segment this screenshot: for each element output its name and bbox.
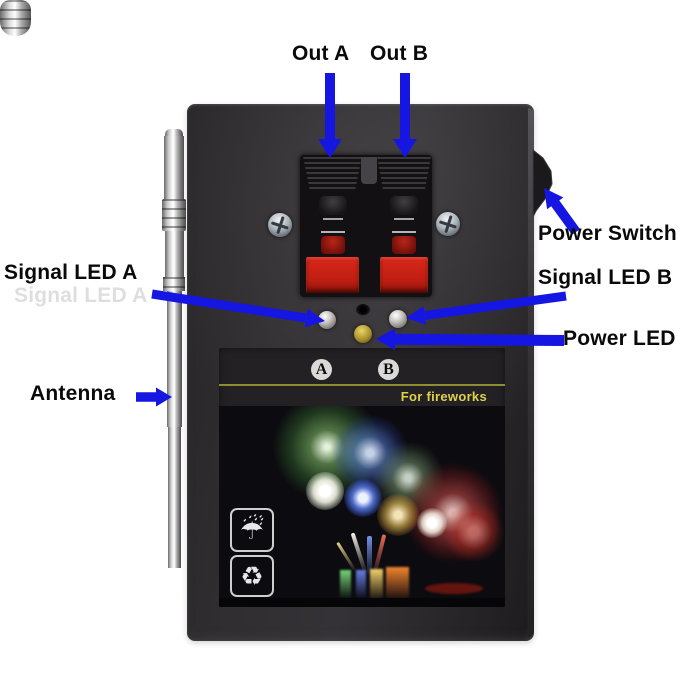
water-reflection <box>425 583 483 594</box>
terminal-lever-b <box>377 157 431 191</box>
fountain-streak <box>367 536 372 576</box>
terminal-black-button-a <box>318 196 347 220</box>
terminal-out-b <box>377 155 431 297</box>
antenna-label: Antenna <box>30 382 116 405</box>
terminal-red-base-b <box>380 257 428 293</box>
firework-burst-red-2 <box>443 501 505 563</box>
antenna-joint <box>162 199 186 231</box>
terminal-stripe-b <box>392 231 416 233</box>
signal-led-a-label: Signal LED A <box>4 261 138 284</box>
terminal-red-button-b <box>392 236 416 254</box>
antenna-segment <box>168 427 181 568</box>
water-reflection <box>370 569 383 599</box>
indicator-hole <box>356 304 370 316</box>
terminal-out-a <box>303 155 362 297</box>
water-reflection <box>340 570 351 598</box>
water-reflection <box>386 567 409 599</box>
keep-dry-icon: ☔ <box>230 508 274 552</box>
tagline-text: For fireworks <box>400 389 487 404</box>
antenna-segment <box>165 231 184 277</box>
power-led <box>354 325 372 343</box>
signal-led-a <box>318 311 336 329</box>
terminal-stripe-a <box>320 231 345 233</box>
firework-core-blue <box>344 479 382 517</box>
firework-core-white <box>306 472 344 510</box>
power-switch-label: Power Switch <box>538 222 677 245</box>
antenna-rod <box>0 0 700 568</box>
firework-core-white-2 <box>417 508 447 538</box>
power-switch-toggle <box>532 148 553 218</box>
antenna-segment <box>164 136 184 199</box>
signal-led-b-label: Signal LED B <box>538 266 673 289</box>
out-b-label: Out B <box>370 42 429 65</box>
recycle-icon: ♻ <box>230 555 274 597</box>
antenna-cap <box>165 129 183 138</box>
terminal-black-button-b <box>390 196 418 220</box>
fountain-streak <box>336 541 357 573</box>
device-side-edge <box>528 108 534 637</box>
fireworks-artwork <box>219 406 505 607</box>
antenna-tip-knob <box>0 0 31 36</box>
out-a-label: Out A <box>292 42 350 65</box>
front-label: A B For fireworks ☔ ♻ <box>219 348 505 607</box>
label-divider <box>219 384 505 386</box>
signal-led-a-ghost-label: Signal LED A <box>14 284 148 307</box>
signal-led-b <box>389 310 407 328</box>
terminal-center-post <box>361 157 377 184</box>
terminal-red-button-a <box>320 236 345 254</box>
antenna-segment <box>167 291 182 427</box>
water-reflection <box>356 570 366 598</box>
antenna-joint <box>163 277 185 291</box>
firework-burst-yellow <box>377 494 419 536</box>
power-led-label: Power LED <box>563 327 676 350</box>
channel-b-badge: B <box>378 359 399 380</box>
terminal-red-base-a <box>306 257 359 293</box>
terminal-block-housing <box>300 155 432 297</box>
channel-a-badge: A <box>311 359 332 380</box>
water-line <box>219 598 505 607</box>
terminal-lever-a <box>303 157 362 191</box>
